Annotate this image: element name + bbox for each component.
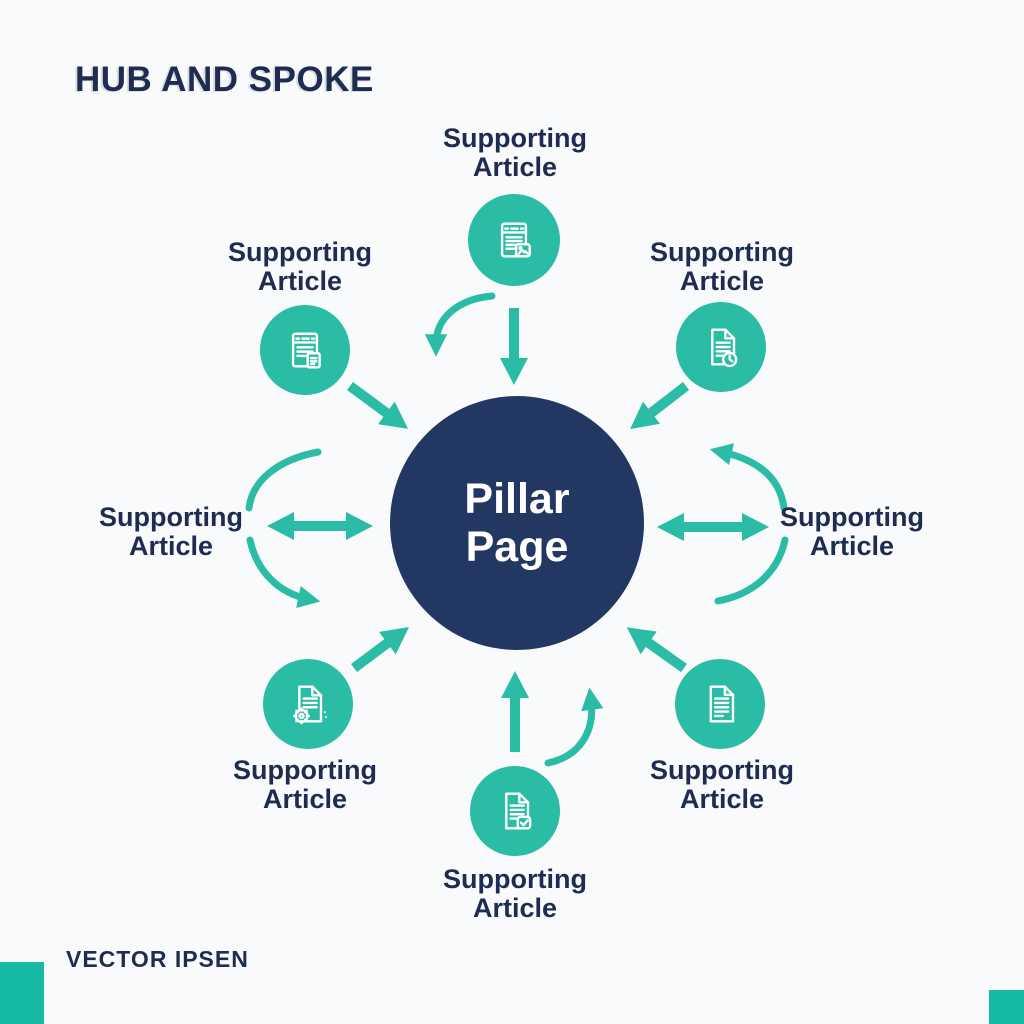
spoke-node-top bbox=[468, 194, 560, 286]
label-supporting-article-top-left: Supporting Article bbox=[228, 237, 372, 297]
spoke-node-bottom-right bbox=[675, 659, 765, 749]
brand-text: VECTOR IPSEN bbox=[66, 946, 249, 972]
label-supporting-article-right: Supporting Article bbox=[780, 502, 924, 562]
label-supporting-article-left: Supporting Article bbox=[99, 502, 243, 562]
hub-label-line1: Pillar bbox=[464, 474, 570, 523]
corner-square-bottom-left bbox=[0, 962, 44, 1024]
arrow-bottom-left-to-hub bbox=[351, 627, 410, 673]
arrow-bottom-right-to-hub bbox=[626, 627, 687, 673]
doc-check-icon bbox=[489, 785, 541, 837]
label-supporting-article-bottom-left: Supporting Article bbox=[233, 755, 377, 815]
doc-gear-icon bbox=[282, 678, 334, 730]
arrow-top-right-to-hub bbox=[630, 382, 690, 430]
doc-browser-page-icon bbox=[279, 324, 331, 376]
spoke-node-top-left bbox=[260, 305, 350, 395]
hub-pillar-page: Pillar Page bbox=[390, 396, 644, 650]
arrow-top-left-to-hub bbox=[347, 381, 409, 429]
curved-arrow-right-upper bbox=[709, 443, 788, 512]
label-supporting-article-bottom: Supporting Article bbox=[443, 864, 587, 924]
label-supporting-article-bottom-right: Supporting Article bbox=[650, 755, 794, 815]
hub-label-line2: Page bbox=[465, 523, 569, 571]
curved-arrow-top bbox=[424, 292, 496, 357]
spoke-node-bottom-left bbox=[263, 659, 353, 749]
corner-square-bottom-right bbox=[989, 990, 1024, 1024]
doc-plain-icon bbox=[694, 678, 746, 730]
label-supporting-article-top: Supporting Article bbox=[443, 123, 587, 183]
curved-arrow-bottom bbox=[544, 687, 604, 767]
doc-clock-icon bbox=[695, 321, 747, 373]
doc-browser-image-icon bbox=[488, 214, 540, 266]
spoke-node-top-right bbox=[676, 302, 766, 392]
spoke-node-bottom bbox=[470, 766, 560, 856]
label-supporting-article-top-right: Supporting Article bbox=[650, 237, 794, 297]
diagram-title: HUB AND SPOKE bbox=[75, 60, 374, 99]
curved-arrow-left-upper bbox=[245, 448, 322, 512]
